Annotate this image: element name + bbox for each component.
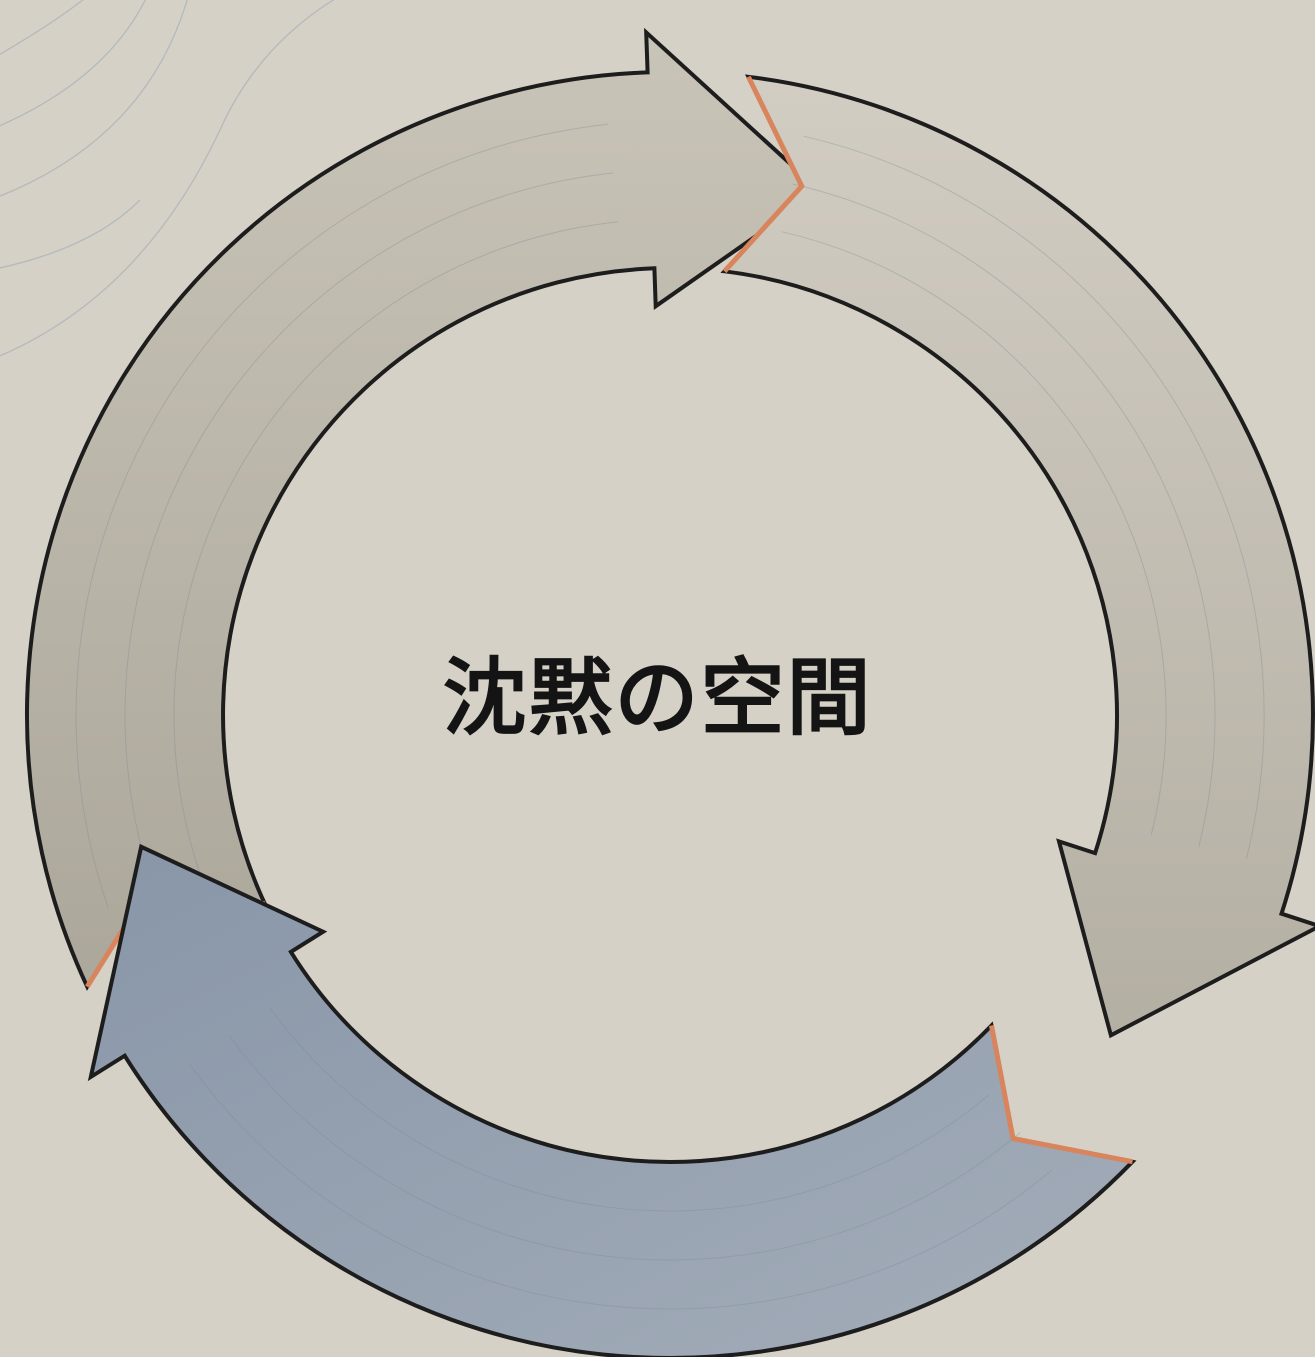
background-contour-lines [0, 0, 335, 357]
cycle-arrow-left-body [25, 27, 824, 991]
cycle-arrow-left-flow-line [124, 172, 614, 893]
cycle-arrow-bottom-tail-accent [989, 1025, 1133, 1165]
contour-line [0, 0, 335, 357]
contour-line [0, 199, 141, 269]
contour-line [0, 0, 146, 127]
cycle-arrow-right-flow-line [792, 183, 1216, 847]
cycle-arrows [25, 27, 1315, 1357]
contour-line [0, 0, 188, 197]
cycle-arrow-bottom [87, 843, 1137, 1357]
contour-line [0, 0, 84, 55]
cycle-arrow-right-body [720, 74, 1315, 1039]
cycle-arrow-right-flow-line [803, 135, 1265, 859]
cycle-arrow-bottom-flow-line [188, 1063, 1053, 1310]
cycle-arrow-right-tail-accent [722, 75, 805, 273]
cycle-arrow-bottom-body [87, 843, 1137, 1357]
cycle-arrow-left-flow-line [173, 221, 619, 877]
cycle-arrow-right [720, 74, 1315, 1039]
cycle-arrow-left-flow-line [75, 123, 608, 909]
cycle-arrow-right-flow-line [781, 231, 1167, 836]
cycle-arrow-left [25, 27, 824, 991]
center-title: 沈黙の空間 [442, 648, 873, 747]
cycle-arrow-bottom-flow-line [228, 1035, 1021, 1261]
cycle-arrow-bottom-flow-line [268, 1006, 990, 1212]
